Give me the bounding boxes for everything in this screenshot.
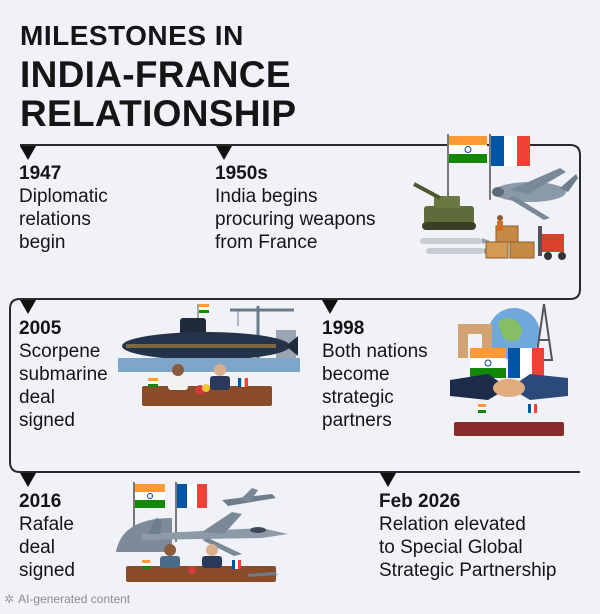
ai-generated-footer: ✲ AI-generated content	[4, 592, 130, 606]
milestone-year: 1998	[322, 318, 365, 339]
timeline-marker-1998	[322, 300, 338, 314]
timeline-marker-1950s	[216, 146, 232, 160]
milestone-year: 2016	[19, 491, 62, 512]
footer-text: AI-generated content	[18, 592, 131, 606]
rafale-illustration	[116, 482, 288, 582]
milestone-feb-2026: Feb 2026 Relation elevated to Special Gl…	[379, 491, 556, 582]
milestone-desc-line: strategic	[322, 387, 394, 408]
timeline-marker-feb-2026	[380, 473, 396, 487]
milestone-year: 1950s	[215, 163, 268, 184]
milestone-desc-line: become	[322, 364, 390, 385]
milestone-desc-line: submarine	[19, 364, 108, 385]
milestone-desc-line: procuring weapons	[215, 209, 376, 230]
milestone-desc-line: Diplomatic	[19, 186, 108, 207]
milestone-year: 1947	[19, 163, 62, 184]
milestone-1950s: 1950s India begins procuring weapons fro…	[215, 163, 376, 254]
weapons-illustration	[413, 134, 578, 260]
milestone-desc-line: signed	[19, 410, 75, 431]
milestone-1998: 1998 Both nations become strategic partn…	[322, 318, 428, 432]
milestone-desc-line: signed	[19, 560, 75, 581]
milestone-2016: 2016 Rafale deal signed	[19, 491, 75, 582]
milestone-desc-line: partners	[322, 410, 392, 431]
milestone-desc-line: begin	[19, 232, 66, 253]
timeline-marker-1947	[20, 146, 36, 160]
milestone-desc-line: Relation elevated	[379, 514, 526, 535]
milestone-desc-line: India begins	[215, 186, 318, 207]
sparkle-icon: ✲	[4, 592, 15, 606]
milestone-desc-line: relations	[19, 209, 91, 230]
submarine-illustration	[118, 304, 300, 406]
timeline-marker-2016	[20, 473, 36, 487]
milestone-year: 2005	[19, 318, 62, 339]
timeline-marker-2005	[20, 300, 36, 314]
milestone-2005: 2005 Scorpene submarine deal signed	[19, 318, 108, 432]
milestone-1947: 1947 Diplomatic relations begin	[19, 163, 108, 254]
milestone-year: Feb 2026	[379, 491, 461, 512]
partnership-illustration	[450, 303, 568, 436]
milestone-desc-line: Strategic Partnership	[379, 560, 557, 581]
title-line-3: RELATIONSHIP	[20, 93, 297, 134]
milestone-desc-line: from France	[215, 232, 318, 253]
milestone-desc-line: deal	[19, 537, 55, 558]
milestone-desc-line: Both nations	[322, 341, 428, 362]
milestone-desc-line: to Special Global	[379, 537, 523, 558]
milestone-desc-line: Rafale	[19, 514, 74, 535]
page-title: MILESTONES IN INDIA-FRANCE RELATIONSHIP	[20, 20, 297, 134]
title-line-1: MILESTONES IN	[20, 20, 244, 51]
title-line-2: INDIA-FRANCE	[20, 54, 291, 95]
milestone-desc-line: deal	[19, 387, 55, 408]
milestone-desc-line: Scorpene	[19, 341, 101, 362]
